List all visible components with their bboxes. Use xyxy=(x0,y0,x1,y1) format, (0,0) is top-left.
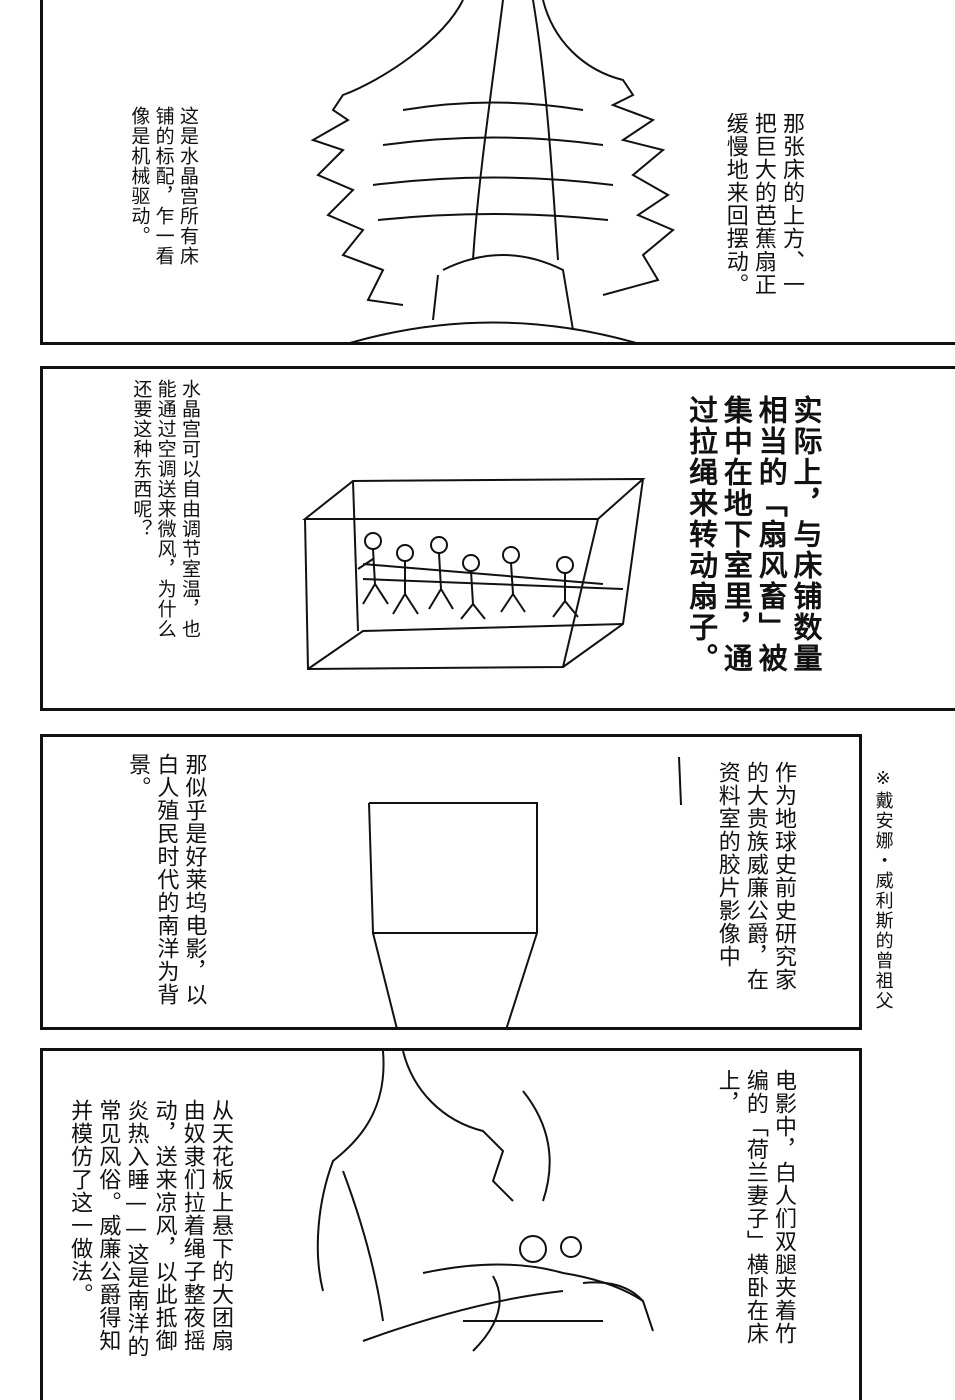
caption-duke-william: 作为地球史前史研究家 的大贵族威廉公爵，在 资料室的胶片影像中 xyxy=(714,761,796,991)
panel-2: 实际上，与床铺数量 相当的「扇风畜」被 集中在地下室里，通 过拉绳来转动扇子。 … xyxy=(40,366,955,711)
basement-fanners-illustration xyxy=(302,477,646,671)
caption-dutch-wife: 电影中，白人们双腿夹着竹 编的「荷兰妻子」横卧在床 上， xyxy=(714,1069,796,1345)
fan-illustration xyxy=(310,0,675,342)
sleeping-under-fan-illustration xyxy=(316,1051,654,1352)
caption-hollywood-film: 那似乎是好莱坞电影，以 白人殖民时代的南洋为背 景。 xyxy=(125,753,207,1006)
caption-fan-description: 那张床的上方、一 把巨大的芭蕉扇正 缓慢地来回摆动。 xyxy=(722,112,804,296)
footnote-great-grandfather: ※戴安娜・威利斯的曾祖父 xyxy=(872,768,894,1011)
caption-ceiling-fan-custom: 从天花板上悬下的大团扇 由奴隶们拉着绳子整夜摇 动，送来凉风，以此抵御 炎热入睡… xyxy=(67,1099,233,1358)
film-projector-illustration xyxy=(368,756,682,1027)
panel-1: 那张床的上方、一 把巨大的芭蕉扇正 缓慢地来回摆动。 这是水晶宫所有床 铺的标配… xyxy=(40,0,955,345)
caption-fanning-livestock: 实际上，与床铺数量 相当的「扇风畜」被 集中在地下室里，通 过拉绳来转动扇子。 xyxy=(684,395,823,674)
panel-4: 电影中，白人们双腿夹着竹 编的「荷兰妻子」横卧在床 上， 从天花板上悬下的大团扇… xyxy=(40,1048,862,1400)
caption-crystal-palace-bed: 这是水晶宫所有床 铺的标配，乍一看 像是机械驱动。 xyxy=(128,106,199,266)
panel-3: 作为地球史前史研究家 的大贵族威廉公爵，在 资料室的胶片影像中 那似乎是好莱坞电… xyxy=(40,734,862,1030)
caption-why-question: 水晶宫可以自由调节室温，也 能通过空调送来微风，为什么 还要这种东西呢？ xyxy=(130,379,201,639)
